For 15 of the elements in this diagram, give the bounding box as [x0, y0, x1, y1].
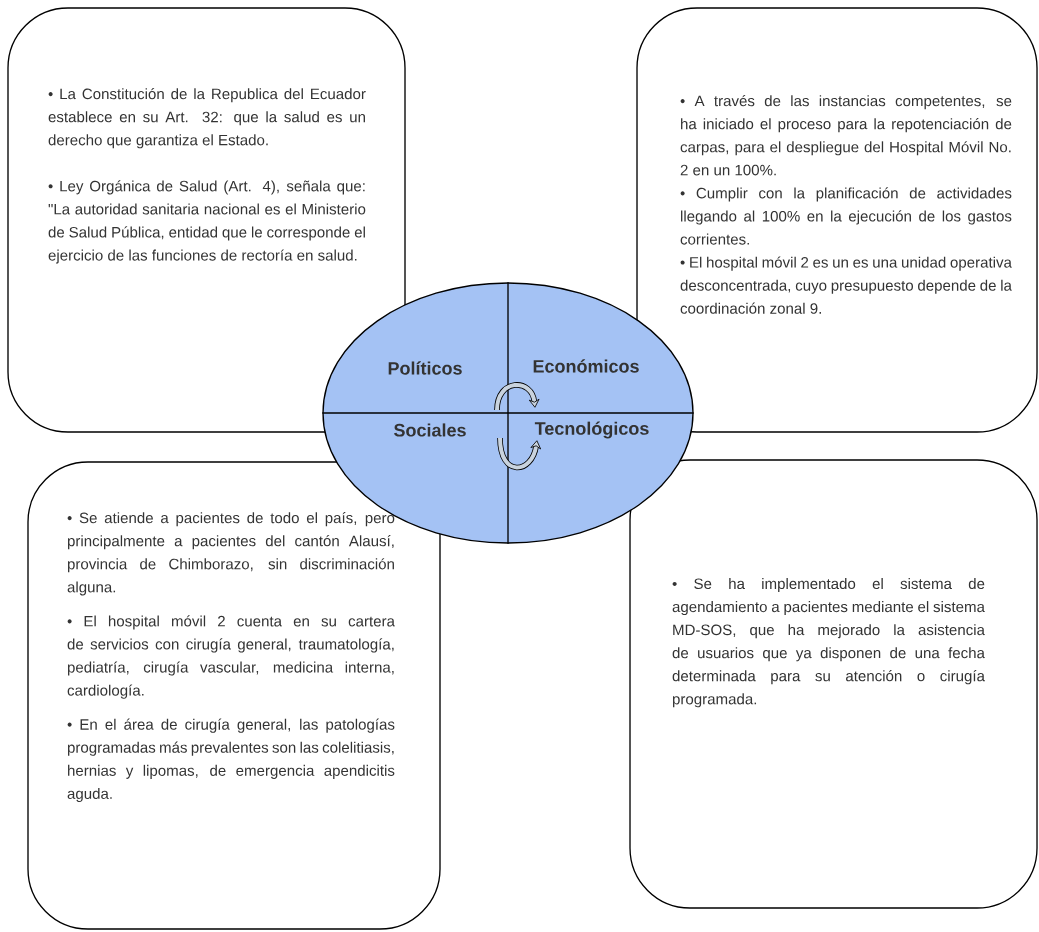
paragraph: • El hospital móvil 2 es un es una unidad operativa desconcentrada, cuyo presupuesto depende de la coordinación zonal 9. [680, 256, 1012, 314]
text-box [27, 461, 441, 930]
paragraph: • La Constitución de la Republica del Ecuador establece en su Art. 32: que la salud es un derecho que garantiza el Estado. [48, 88, 366, 149]
paragraph: • Se atiende a pacientes de todo el país, pero principalmente a pacientes del cantón Alausí, provincia de Chimborazo, sin discriminación alguna. [67, 512, 395, 596]
paragraph: • A través de las instancias competentes, se ha iniciado el proceso para la repotenciación de carpas, para el despliegue del Hospital Móvil No. 2 en un 100%. [680, 95, 1012, 176]
paragraph: • En el área de cirugía general, las patologías programadas más prevalentes son las colelitiasis, hernias y lipomas, de emergencia apendicitis aguda. [67, 718, 395, 802]
quadrant-label: Sociales [394, 423, 466, 437]
paragraph: • Ley Orgánica de Salud (Art. 4), señala que: "La autoridad sanitaria nacional es el Ministerio de Salud Pública, entidad que le corresponde el ejercicio de las funciones de rectoría en salud. [48, 180, 366, 264]
paragraph: • Cumplir con la planificación de actividades llegando al 100% en la ejecución de los gastos corrientes. [680, 187, 1012, 245]
quadrant-label: Económicos [533, 359, 639, 373]
quadrant-label: Tecnológicos [534, 421, 649, 439]
text-box [629, 459, 1038, 909]
paragraph: • Se ha implementado el sistema de agendamiento a pacientes mediante el sistema MD-SOS, que ha mejorado la asistencia de usuarios que ya disponen de una fecha determinada para su atención o cirugía programada. [672, 578, 985, 708]
quadrant-label: Políticos [388, 361, 462, 375]
paragraph: • El hospital móvil 2 cuenta en su cartera de servicios con cirugía general, traumatología, pediatría, cirugía vascular, medicina interna, cardiología. [67, 615, 395, 699]
